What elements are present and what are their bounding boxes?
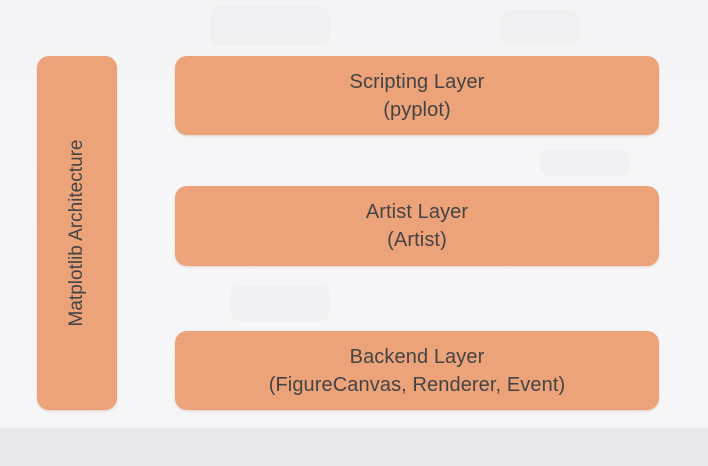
background-texture [230,285,330,321]
backend-layer-box: Backend Layer (FigureCanvas, Renderer, E… [175,331,659,410]
artist-layer-box: Artist Layer (Artist) [175,186,659,266]
background-footer-band [0,428,708,466]
backend-layer-title: Backend Layer [349,345,485,368]
artist-layer-subtitle: (Artist) [387,229,447,251]
scripting-layer-title: Scripting Layer [349,70,485,93]
architecture-label-box: Matplotlib Architecture [37,56,117,410]
backend-layer-subtitle: (FigureCanvas, Renderer, Event) [268,373,566,396]
artist-layer-title: Artist Layer [365,201,469,223]
architecture-label: Matplotlib Architecture [66,139,87,327]
background-texture [500,10,580,44]
scripting-layer-subtitle: (pyplot) [383,98,451,121]
scripting-layer-box: Scripting Layer (pyplot) [175,56,659,135]
background-texture [540,150,630,176]
background-texture [210,6,330,46]
